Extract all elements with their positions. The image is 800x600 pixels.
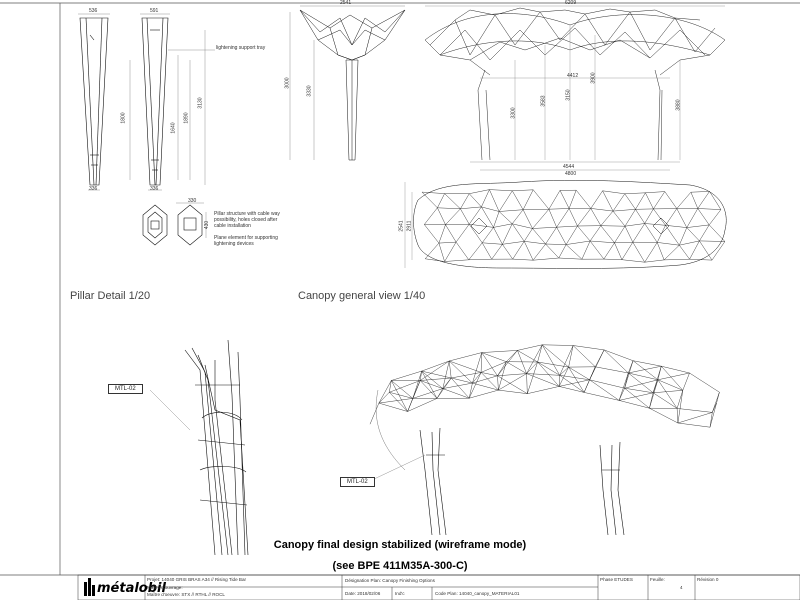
note-pillar-structure: Pillar structure with cable way possibil… xyxy=(214,211,280,229)
dim-pillar-v2: 1640 xyxy=(170,122,177,134)
dim-bottom-1: 4544 xyxy=(563,164,575,170)
tb-maitre-oeuvre: Maître d'oeuvre: STX // RTHL // ROCL xyxy=(147,592,225,597)
dim-pillar-top-right: 591 xyxy=(150,8,159,14)
tb-indice: Ind'c xyxy=(395,591,405,596)
title-block xyxy=(77,574,800,600)
tb-designation: Désignation Plan: Canopy Finishing Optio… xyxy=(345,578,435,583)
tb-date: Date: 2018/02/06 xyxy=(345,591,381,596)
dim-section-height: 430 xyxy=(204,220,211,230)
dim-front-width: 6209 xyxy=(565,0,577,6)
logo-mark xyxy=(84,578,95,596)
dim-pillar-v4: 3130 xyxy=(197,97,204,109)
canopy-perspective xyxy=(369,344,720,428)
dim-front-1: 4412 xyxy=(567,73,579,79)
canopy-plan-view xyxy=(421,189,726,263)
material-label-canopy: MTL-02 xyxy=(340,477,375,487)
note-plane-element: Plane element for supporting lightening … xyxy=(214,235,278,247)
dim-plan-1: 2541 xyxy=(398,220,405,232)
dim-side-h2: 3330 xyxy=(306,85,313,97)
tb-sheet-number: 4 xyxy=(680,585,683,590)
plan-outline xyxy=(404,180,727,269)
dim-side-h1: 3000 xyxy=(284,77,291,89)
tb-revision: Révision 0 xyxy=(697,577,719,582)
dim-front-5: 3150 xyxy=(565,89,572,101)
material-label-pillar: MTL-02 xyxy=(108,384,143,394)
dim-pillar-top-left: 536 xyxy=(89,8,98,14)
logo: métalobil xyxy=(97,581,166,596)
dim-bottom-2: 4800 xyxy=(565,171,577,177)
canopy-general-title: Canopy general view 1/40 xyxy=(298,290,426,302)
pillar-detail-title: Pillar Detail 1/20 xyxy=(70,290,151,302)
dim-front-6: 3880 xyxy=(675,99,682,111)
caption-line-1: Canopy final design stabilized (wirefram… xyxy=(273,539,527,551)
dim-side-width: 2541 xyxy=(340,0,352,6)
dim-section-width: 330 xyxy=(188,198,197,204)
pillar-perspective xyxy=(149,339,249,556)
caption-line-2: (see BPE 411M35A-300-C) xyxy=(332,560,468,572)
dim-front-3: 3300 xyxy=(510,107,517,119)
tb-maitre-ouvrage: Maître d'ouvrage: xyxy=(147,585,183,590)
pillar-section-plan xyxy=(142,202,207,246)
canopy-perspective-pillars xyxy=(371,389,625,536)
dim-front-2: 3900 xyxy=(590,72,597,84)
dim-pillar-v3: 1890 xyxy=(183,112,190,124)
tb-project: Projet: 14040 GRIS BRAS A34 // Rising Ti… xyxy=(147,577,247,582)
note-lightening-tray: lightening support tray xyxy=(216,45,266,51)
dim-plan-2: 2911 xyxy=(406,220,413,232)
pillar-elevation-right xyxy=(129,13,215,191)
tb-phase: Phase ETUDES xyxy=(600,577,633,582)
dim-pillar-bottom-left: 336 xyxy=(89,186,98,192)
canopy-side-view xyxy=(289,5,406,161)
pillar-elevation-left xyxy=(78,13,110,191)
tb-scale: Feuille: xyxy=(650,577,665,582)
dim-front-4: 3583 xyxy=(540,95,547,107)
dim-pillar-bottom-right: 336 xyxy=(150,186,159,192)
tb-code-plan: Code Plan: 14040_canopy_MATERIAL01 xyxy=(435,591,520,596)
canopy-front-view xyxy=(424,5,726,171)
dim-pillar-v1: 1800 xyxy=(120,112,127,124)
